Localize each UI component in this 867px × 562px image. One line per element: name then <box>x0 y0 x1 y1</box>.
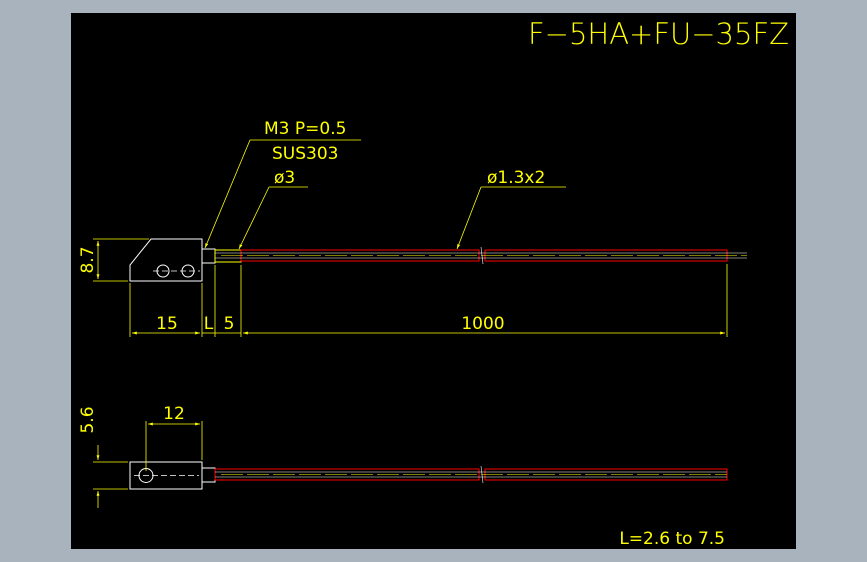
side-fiber-outline-1 <box>214 468 480 481</box>
thread-section <box>201 248 216 264</box>
callout-thread-leader <box>204 139 251 249</box>
dim-5-label: 5 <box>224 314 235 334</box>
bottom-view: 5.6 12 <box>78 404 728 508</box>
side-break-mark <box>480 465 484 484</box>
dim-height-label: 8.7 <box>78 246 98 273</box>
range-note: L=2.6 to 7.5 <box>619 529 725 549</box>
callout-tip-leader <box>238 186 270 250</box>
drawing-svg: F−5HA+FU−35FZ 8.7 15 <box>78 17 789 549</box>
side-dim-12-label: 12 <box>163 404 185 424</box>
callout-material: SUS303 <box>272 144 338 164</box>
callout-fiber-dia: ø1.3x2 <box>487 168 545 188</box>
side-thread <box>201 467 216 483</box>
side-dim-height-label: 5.6 <box>78 406 98 433</box>
dim-15-label: 15 <box>156 314 178 334</box>
top-view: 8.7 15 L 5 1000 M3 P=0.5 SUS303 ø3 ø1.3x… <box>78 119 747 337</box>
dim-1000-label: 1000 <box>461 314 504 334</box>
callout-fiber-leader <box>456 186 482 250</box>
callout-tip-dia: ø3 <box>274 168 295 188</box>
callout-thread: M3 P=0.5 <box>264 119 346 139</box>
drawing-title: F−5HA+FU−35FZ <box>528 17 789 51</box>
sensor-body-outline <box>129 238 203 282</box>
tip-section <box>214 249 242 263</box>
dim-L-label: L <box>204 314 214 334</box>
break-mark <box>480 246 484 265</box>
cad-canvas: F−5HA+FU−35FZ 8.7 15 <box>71 13 796 549</box>
